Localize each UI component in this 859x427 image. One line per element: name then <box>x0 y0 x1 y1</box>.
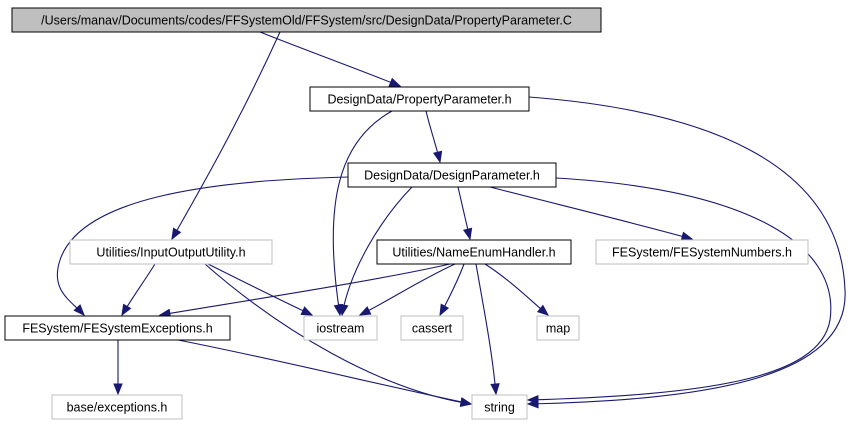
arrowhead-icon <box>339 303 349 317</box>
arrowhead-icon <box>439 303 450 317</box>
edge-ioutil-to-iostream <box>207 263 314 316</box>
edge-ioutil-to-exceptions <box>121 263 156 317</box>
node-box <box>536 315 580 341</box>
edge-exceptions-to-string <box>177 339 473 407</box>
edge-design_h-to-iostream <box>339 186 413 317</box>
node-map: map <box>536 315 580 341</box>
node-ioutil: Utilities/InputOutputUtility.h <box>69 239 273 265</box>
edge-line <box>177 339 472 405</box>
edge-line <box>475 263 497 395</box>
edge-property_c-to-property_h <box>259 31 402 87</box>
arrowhead-icon <box>536 304 550 316</box>
edge-nameenum-to-string <box>475 263 500 396</box>
node-box <box>69 239 273 265</box>
edge-design_h-to-exceptions <box>56 176 353 316</box>
edge-line <box>341 186 413 316</box>
edge-line <box>171 31 281 240</box>
edge-line <box>527 96 846 405</box>
edge-exceptions-to-base_exc <box>113 340 123 396</box>
node-string: string <box>471 394 528 420</box>
arrowhead-icon <box>171 227 182 241</box>
edge-design_h-to-string <box>526 177 832 405</box>
node-box <box>303 315 378 341</box>
node-label: map <box>546 322 570 336</box>
node-label: string <box>484 401 515 415</box>
node-label: iostream <box>317 322 365 336</box>
node-box <box>4 315 231 341</box>
edges-layer <box>56 31 846 409</box>
node-box <box>471 394 528 420</box>
node-label: FESystem/FESystemNumbers.h <box>612 246 792 260</box>
node-label: DesignData/DesignParameter.h <box>364 169 540 183</box>
edge-line <box>259 31 401 87</box>
node-cassert: cassert <box>400 315 464 341</box>
arrowhead-icon <box>680 231 694 241</box>
edge-line <box>484 263 549 316</box>
arrowhead-icon <box>73 304 85 316</box>
arrowhead-icon <box>113 383 123 396</box>
node-numbers: FESystem/FESystemNumbers.h <box>595 239 809 265</box>
edge-nameenum-to-map <box>484 263 550 316</box>
node-label: /Users/manav/Documents/codes/FFSystemOld… <box>41 14 572 28</box>
node-property-h[interactable]: DesignData/PropertyParameter.h <box>309 86 530 112</box>
node-box <box>595 239 809 265</box>
node-label: DesignData/PropertyParameter.h <box>327 93 511 107</box>
node-design-h[interactable]: DesignData/DesignParameter.h <box>347 162 557 188</box>
node-label: cassert <box>412 322 453 336</box>
edge-line <box>207 263 313 316</box>
edge-design_h-to-nameenum <box>457 186 473 241</box>
arrowhead-icon <box>526 394 539 405</box>
edge-line <box>359 263 456 316</box>
edge-line <box>489 186 693 240</box>
node-box <box>400 315 464 341</box>
arrowhead-icon <box>121 303 132 317</box>
node-iostream: iostream <box>303 315 378 341</box>
edge-line <box>56 176 353 316</box>
node-box <box>11 7 602 33</box>
nodes-layer: /Users/manav/Documents/codes/FFSystemOld… <box>4 7 809 420</box>
edge-property_h-to-design_h <box>425 110 443 164</box>
arrowhead-icon <box>432 150 443 164</box>
edge-nameenum-to-iostream <box>358 263 456 316</box>
node-base-exc: base/exceptions.h <box>51 394 183 420</box>
node-box <box>376 239 572 265</box>
node-box <box>51 394 183 420</box>
arrowhead-icon <box>388 77 402 87</box>
arrowhead-icon <box>358 306 372 316</box>
node-nameenum[interactable]: Utilities/NameEnumHandler.h <box>376 239 572 265</box>
node-label: Utilities/InputOutputUtility.h <box>96 246 245 260</box>
edge-nameenum-to-cassert <box>439 263 465 317</box>
edge-design_h-to-numbers <box>489 186 694 241</box>
node-label: base/exceptions.h <box>67 401 168 415</box>
node-exceptions[interactable]: FESystem/FESystemExceptions.h <box>4 315 231 341</box>
node-property-c[interactable]: /Users/manav/Documents/codes/FFSystemOld… <box>11 7 602 33</box>
arrowhead-icon <box>490 383 500 396</box>
edge-line <box>332 110 393 316</box>
edge-line <box>527 177 832 401</box>
edge-line <box>159 263 451 316</box>
arrowhead-icon <box>459 397 473 407</box>
node-box <box>309 86 530 112</box>
node-label: FESystem/FESystemExceptions.h <box>22 322 212 336</box>
node-label: Utilities/NameEnumHandler.h <box>392 246 555 260</box>
node-box <box>347 162 557 188</box>
arrowhead-icon <box>300 306 314 316</box>
edge-property_c-to-ioutil <box>171 31 281 241</box>
arrowhead-icon <box>462 227 473 241</box>
